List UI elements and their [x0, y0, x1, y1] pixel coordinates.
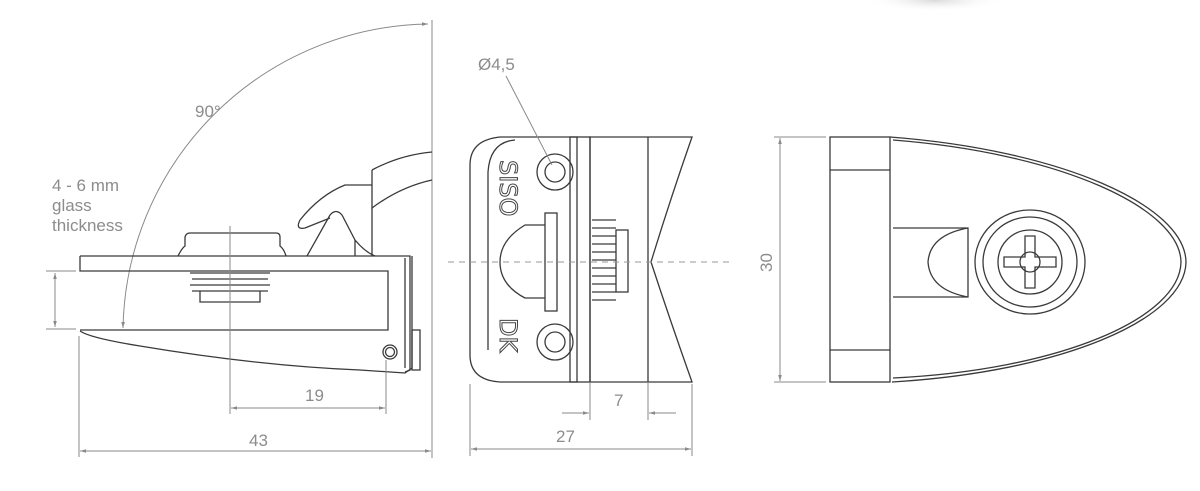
pivot-pin: [382, 344, 398, 360]
shadow: [865, 0, 1005, 12]
dome: [499, 224, 545, 299]
oval-cap: [889, 136, 1187, 383]
hook: [306, 210, 376, 257]
emboss-siso: SISO: [494, 160, 522, 216]
dim-7-label: 7: [614, 391, 623, 410]
hole-top: [536, 153, 574, 191]
dim-27-label: 27: [556, 427, 575, 446]
side-view: 90° 4 - 6 mm glass thickness 19 43: [46, 20, 433, 458]
screw-head-top: [997, 229, 1063, 295]
phillips-cross-icon: [1003, 235, 1057, 289]
hook-arm: [297, 151, 433, 229]
angle-label: 90°: [195, 102, 221, 121]
hole-diameter-label: Ø4,5: [478, 55, 515, 74]
angle-arc: [121, 22, 429, 329]
lower-jaw: [79, 256, 413, 374]
clip-block: [893, 227, 969, 298]
dim-19-label: 19: [305, 386, 324, 405]
thread: [592, 219, 616, 301]
emboss-dk: DK: [494, 318, 522, 353]
base-plate: [829, 136, 891, 383]
screw-ring: [974, 209, 1086, 315]
glass-note-line3: thickness: [52, 216, 123, 235]
front-view: SISO DK Ø4,5 7 27: [448, 55, 732, 456]
dim-43-label: 43: [249, 431, 268, 450]
front-body: [469, 136, 578, 383]
hole-leader: [505, 75, 553, 166]
screw-head: [177, 232, 287, 257]
dim-30-label: 30: [757, 253, 776, 272]
jaw-inner: [79, 256, 389, 331]
hole-bottom: [536, 323, 574, 361]
top-view: 30: [757, 136, 1187, 383]
glass-note-line1: 4 - 6 mm: [52, 176, 119, 195]
glass-note-line2: glass: [52, 196, 92, 215]
